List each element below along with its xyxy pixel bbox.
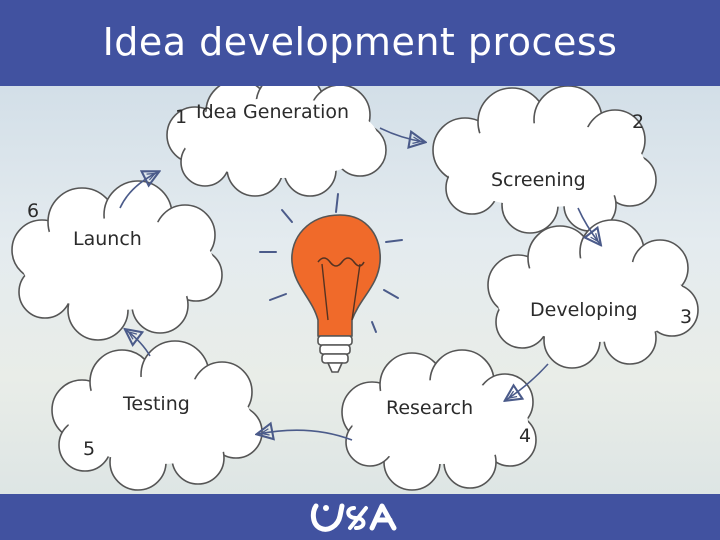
step-6-number: 6 <box>26 200 40 222</box>
step-2-number: 2 <box>631 111 645 133</box>
cloud-research <box>341 349 537 491</box>
title-bar: Idea development process <box>0 0 720 86</box>
step-2-label: Screening <box>491 169 586 191</box>
arrow-3-to-4 <box>506 363 549 400</box>
arrow-4-to-5 <box>258 430 353 441</box>
cloud-screening <box>432 86 657 234</box>
step-1-number: 1 <box>174 106 188 128</box>
step-3-number: 3 <box>679 306 693 328</box>
arrow-1-to-2 <box>379 127 424 142</box>
cloud-idea-generation <box>166 86 387 197</box>
arrow-6-to-1 <box>119 172 158 209</box>
arrow-2-to-3 <box>577 207 600 244</box>
cloud-developing <box>487 219 699 369</box>
lightbulb-icon <box>259 193 403 373</box>
step-6-label: Launch <box>73 228 142 250</box>
uea-logo <box>310 503 397 532</box>
step-5-label: Testing <box>123 393 190 415</box>
step-4-number: 4 <box>518 425 532 447</box>
step-4-label: Research <box>386 397 474 419</box>
page-title: Idea development process <box>102 20 618 64</box>
step-3-label: Developing <box>530 299 638 321</box>
arrow-5-to-6 <box>126 330 151 357</box>
footer-bar <box>0 494 720 540</box>
cloud-launch <box>11 180 223 341</box>
process-diagram <box>11 86 699 491</box>
step-5-number: 5 <box>82 438 96 460</box>
cloud-testing <box>51 340 263 491</box>
step-1-label: Idea Generation <box>196 101 350 123</box>
